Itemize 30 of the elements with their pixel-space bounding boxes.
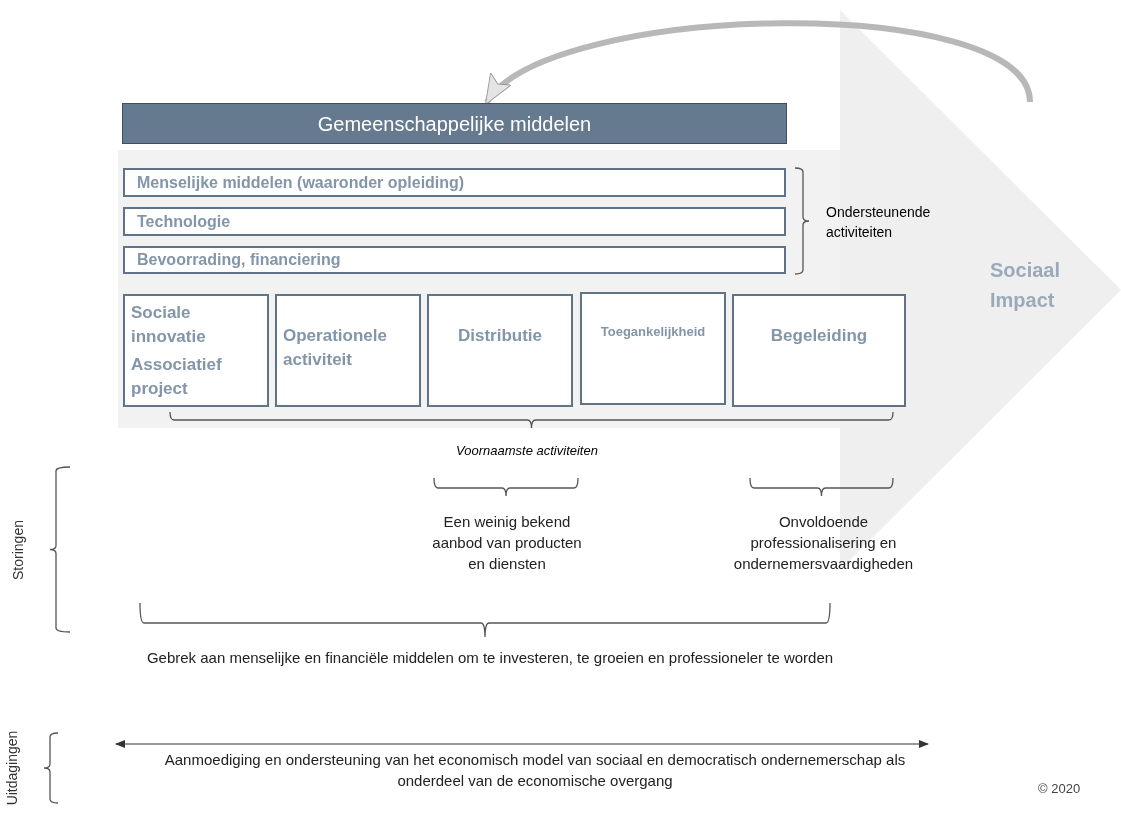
curved-arrow bbox=[484, 20, 1033, 105]
activity-label: Associatief project bbox=[131, 353, 223, 400]
axis-label: Storingen bbox=[8, 520, 27, 580]
activity-label: Menselijke middelen (waaronder opleiding) bbox=[137, 172, 465, 193]
activity-box bbox=[580, 292, 726, 405]
bar-title: Gemeenschappelijke middelen bbox=[317, 111, 592, 137]
brace-label: Voornaamste activiteiten bbox=[455, 442, 599, 460]
activity-box bbox=[123, 168, 786, 197]
impact-label: Sociaal Impact bbox=[990, 258, 1062, 313]
activity-box bbox=[427, 294, 573, 407]
issue-text: Onvoldoende professionalisering en ondernemersvaardigheden bbox=[732, 512, 915, 574]
activity-label: Toegankelijkheid bbox=[600, 323, 706, 341]
issue-text: Gebrek aan menselijke en financiële middelen om te investeren, te groeien en professioneler te worden bbox=[145, 648, 835, 668]
activity-label: Distributie bbox=[457, 325, 543, 347]
activity-label: Begeleiding bbox=[770, 325, 868, 347]
axis-label: Uitdagingen bbox=[2, 730, 21, 806]
header-bar bbox=[122, 103, 787, 144]
activity-label: Sociale innovatie bbox=[131, 301, 207, 348]
activity-label: Bevoorrading, financiering bbox=[137, 250, 341, 270]
activity-box bbox=[275, 294, 421, 407]
challenge-text: Aanmoediging en ondersteuning van het economisch model van sociaal en democratisch ondernemerschap als onderdeel van de economische overgang bbox=[163, 750, 907, 791]
activity-box bbox=[123, 294, 269, 407]
activity-box bbox=[123, 207, 786, 236]
activity-box bbox=[123, 246, 786, 274]
activity-label: Technologie bbox=[137, 211, 231, 232]
activity-box bbox=[732, 294, 906, 407]
brace-label: Ondersteunende activiteiten bbox=[826, 203, 932, 242]
issue-text: Een weinig bekend aanbod van producten en diensten bbox=[432, 512, 582, 574]
copyright-text: © 2020 bbox=[1038, 780, 1082, 798]
activity-label: Operationele activiteit bbox=[283, 325, 388, 371]
